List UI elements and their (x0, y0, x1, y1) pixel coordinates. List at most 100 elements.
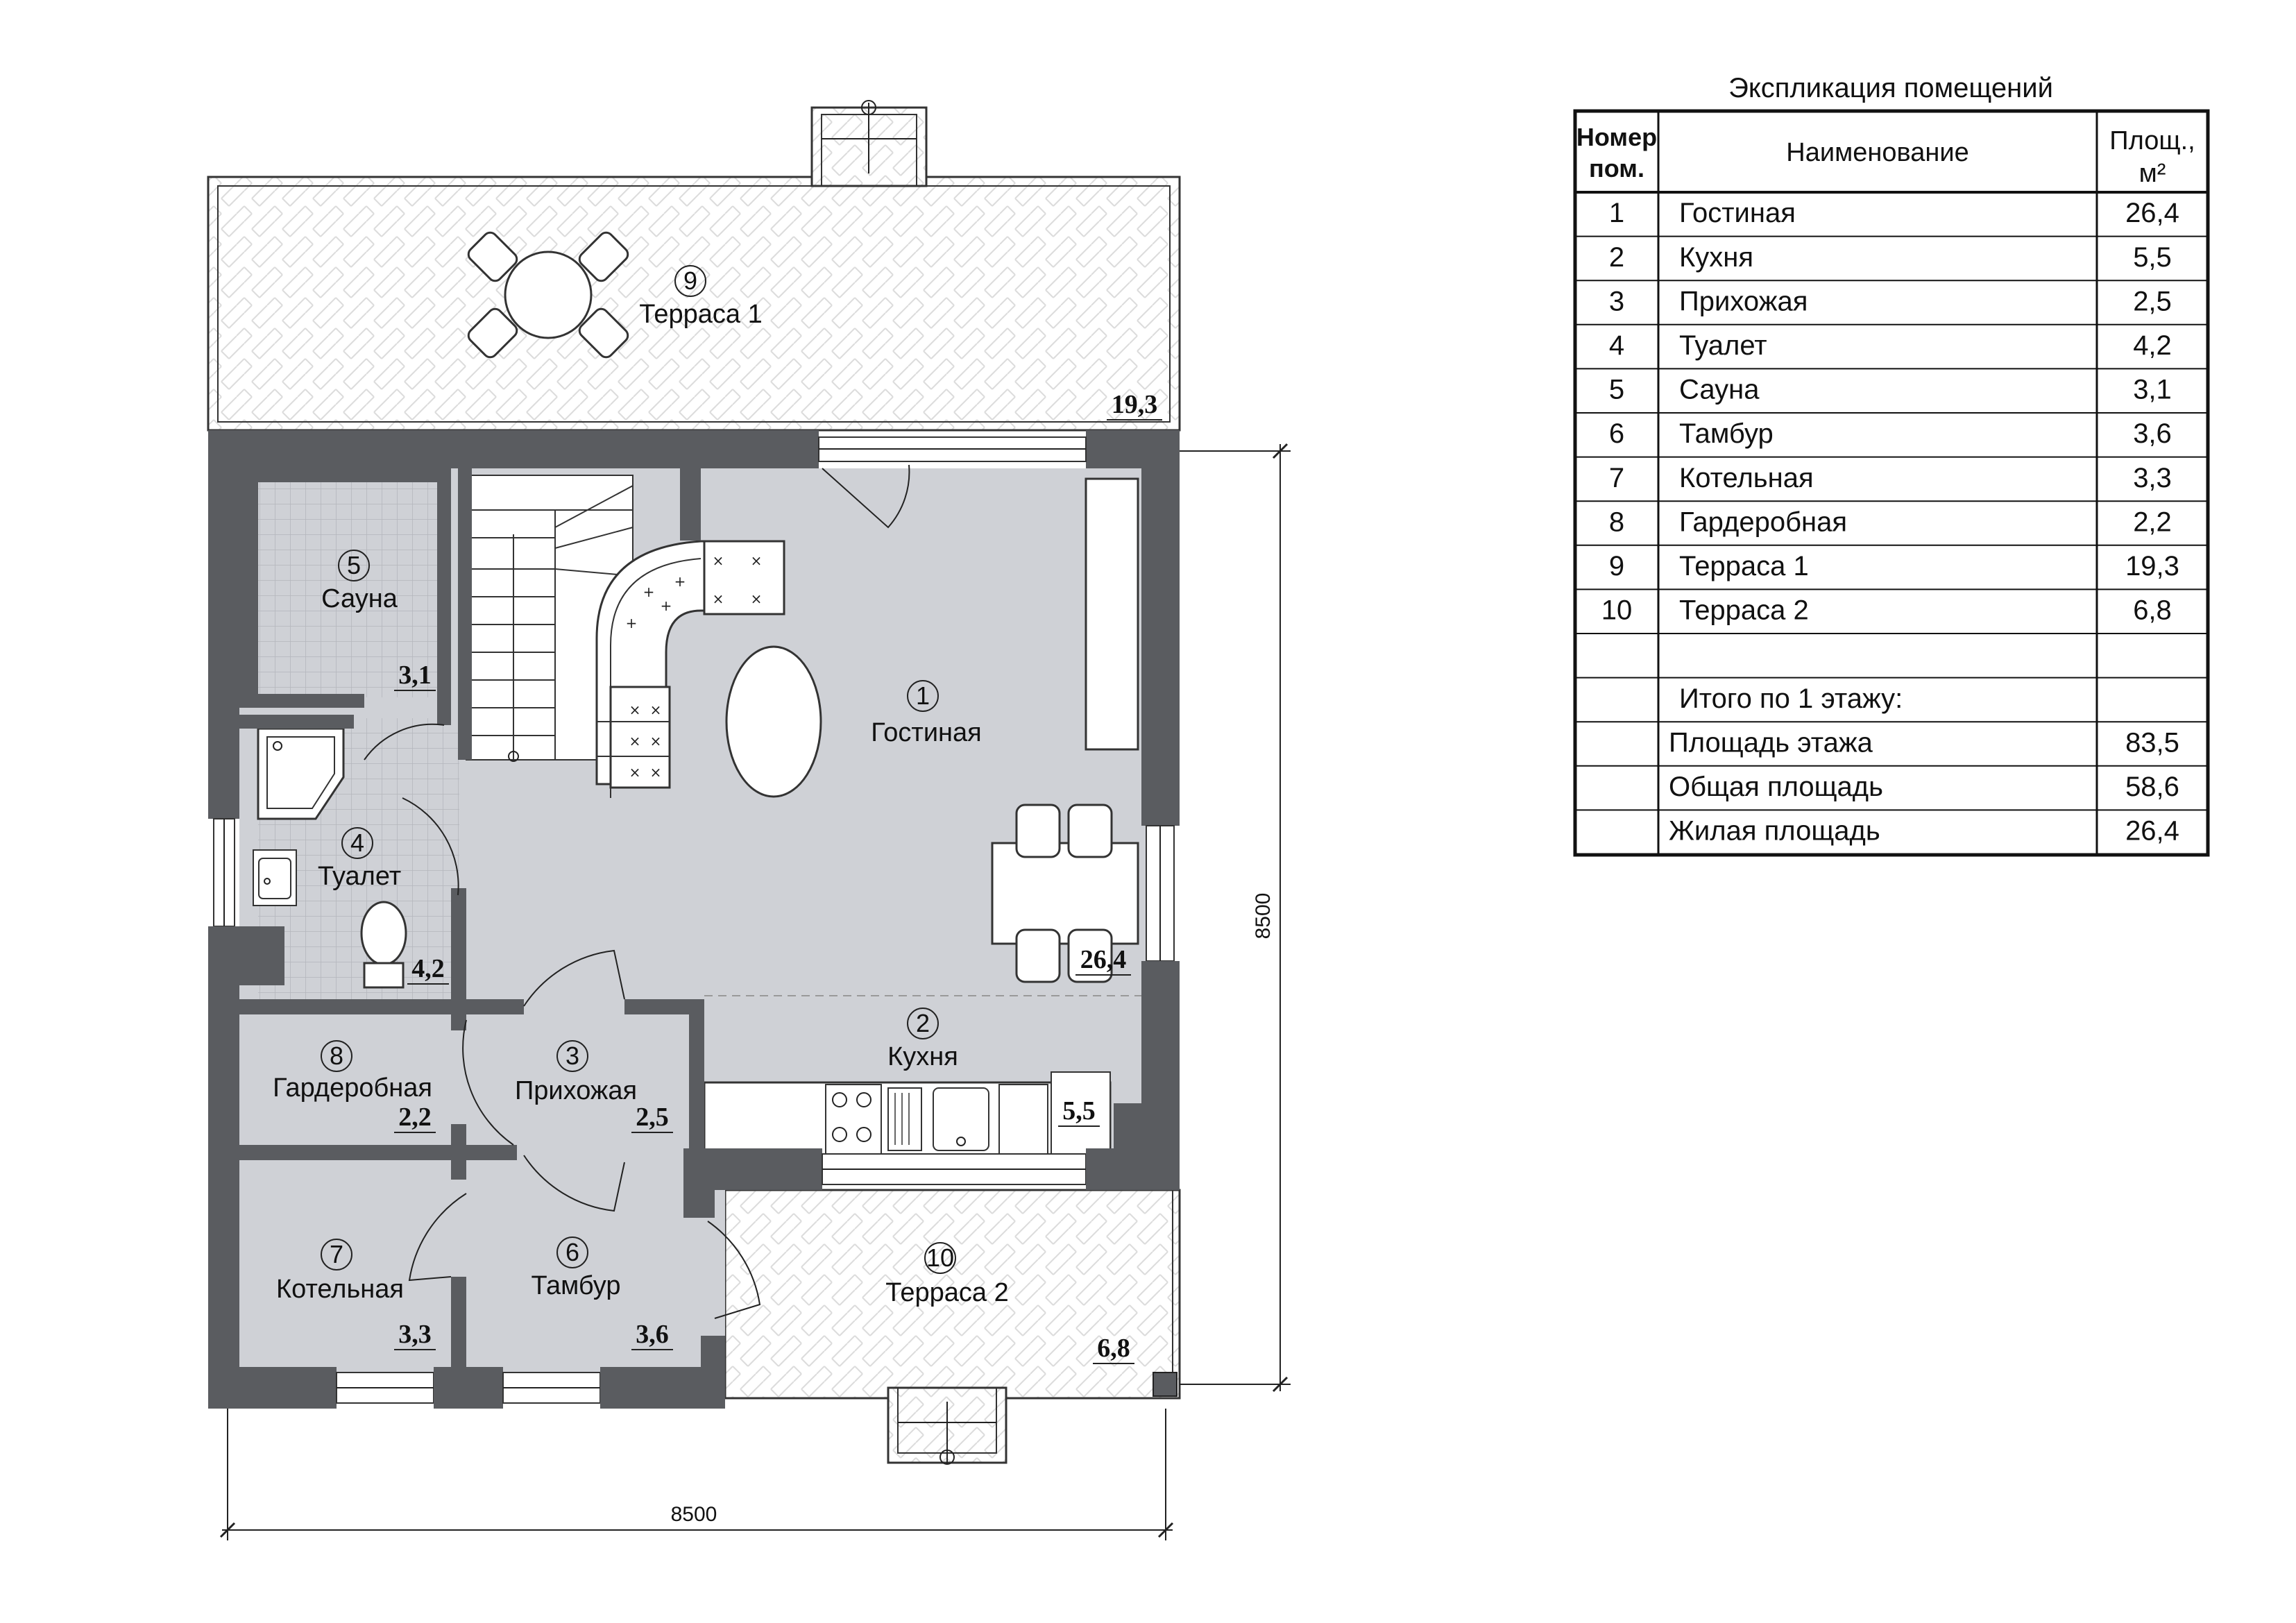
row-number: 6 (1609, 418, 1624, 449)
room-area: 5,5 (1062, 1096, 1096, 1125)
room-name: Тамбур (532, 1271, 621, 1300)
room-number: 8 (330, 1042, 343, 1070)
dimension-lines (219, 443, 1291, 1540)
svg-text:×: × (629, 764, 641, 781)
room-number: 4 (350, 829, 364, 857)
svg-text:×: × (713, 552, 724, 569)
kitchen-counter (703, 1071, 1112, 1157)
room-number: 6 (566, 1238, 579, 1266)
svg-text:+: + (643, 584, 655, 600)
svg-text:×: × (751, 590, 763, 607)
room-area: 26,4 (1080, 945, 1127, 974)
room-number: 1 (916, 681, 930, 710)
room-name: Терраса 2 (885, 1278, 1008, 1307)
toilet-icon (360, 901, 407, 989)
row-number: 8 (1609, 507, 1624, 537)
row-number: 1 (1609, 198, 1624, 228)
room-number: 9 (683, 266, 697, 295)
row-name: Котельная (1679, 463, 1814, 493)
row-number: 7 (1609, 463, 1624, 493)
table-title: Экспликация помещений (1728, 73, 2053, 103)
summary-name: Жилая площадь (1669, 816, 1880, 847)
row-name: Гардеробная (1679, 507, 1847, 537)
header-number-2: пом. (1589, 154, 1644, 182)
room-name: Гардеробная (273, 1073, 432, 1103)
row-area: 6,8 (2133, 595, 2172, 626)
row-number: 4 (1609, 330, 1624, 361)
row-name: Тамбур (1679, 418, 1774, 449)
svg-text:×: × (751, 552, 763, 569)
doors (364, 464, 910, 1319)
header-number: Номер (1576, 123, 1657, 151)
svg-text:×: × (629, 702, 641, 718)
room-area: 3,3 (398, 1320, 432, 1349)
svg-text:×: × (713, 590, 724, 607)
room-number: 5 (347, 551, 361, 579)
row-area: 3,6 (2133, 418, 2172, 449)
svg-text:×: × (650, 733, 662, 749)
room-area: 4,2 (411, 954, 445, 983)
summary-area: 58,6 (2125, 772, 2179, 802)
room-name: Туалет (318, 862, 401, 891)
dining-table-oval (725, 645, 822, 798)
row-name: Туалет (1679, 330, 1767, 361)
svg-text:×: × (650, 764, 662, 781)
room-number: 3 (566, 1042, 579, 1070)
row-area: 3,1 (2133, 375, 2172, 405)
room-name: Кухня (887, 1042, 958, 1071)
sink-icon (933, 1087, 989, 1151)
summary-name: Площадь этажа (1669, 727, 1873, 758)
terrace-2 (724, 1189, 1181, 1465)
row-number: 2 (1609, 242, 1624, 273)
row-name: Гостиная (1679, 198, 1796, 228)
dimension-height: 8500 (1252, 893, 1275, 940)
svg-text:+: + (674, 573, 686, 590)
svg-text:+: + (661, 597, 672, 614)
row-area: 5,5 (2133, 242, 2172, 273)
cabinet (1085, 477, 1139, 751)
room-area: 19,3 (1112, 390, 1158, 419)
svg-text:×: × (650, 702, 662, 718)
row-name: Терраса 1 (1679, 551, 1809, 581)
room-area: 3,6 (636, 1320, 669, 1349)
room-name: Терраса 1 (639, 300, 762, 329)
total-label: Итого по 1 этажу: (1679, 683, 1903, 714)
room-number: 7 (330, 1240, 343, 1268)
room-area: 2,2 (398, 1103, 432, 1132)
dimension-width: 8500 (671, 1503, 717, 1526)
row-number: 9 (1609, 551, 1624, 581)
header-area: Площ., (2109, 126, 2195, 155)
room-number: 2 (916, 1009, 930, 1037)
terrace-1 (207, 100, 1181, 432)
summary-area: 26,4 (2125, 816, 2179, 847)
room-name: Прихожая (515, 1076, 637, 1105)
room-area: 6,8 (1097, 1334, 1130, 1363)
row-area: 2,2 (2133, 507, 2172, 537)
summary-name: Общая площадь (1669, 772, 1883, 802)
row-area: 4,2 (2133, 330, 2172, 361)
row-number: 3 (1609, 286, 1624, 316)
row-number: 5 (1609, 375, 1624, 405)
row-area: 19,3 (2125, 551, 2179, 581)
room-number: 10 (926, 1243, 954, 1272)
explication-table: Экспликация помещений Номер пом. Наимено… (1573, 73, 2210, 857)
sofa-icon: ×× ×× ×× ×× ×× ++ ++ (595, 540, 785, 798)
row-area: 3,3 (2133, 463, 2172, 493)
row-number: 10 (1601, 595, 1633, 626)
walls (208, 430, 1180, 1409)
svg-text:×: × (629, 733, 641, 749)
row-name: Терраса 2 (1679, 595, 1809, 626)
room-name: Гостиная (871, 718, 982, 747)
room-name: Котельная (276, 1275, 404, 1304)
washbasin-icon (253, 849, 297, 906)
room-labels: 1 Гостиная 26,4 2 Кухня 5,5 3 Прихожая 2… (273, 265, 1162, 1364)
header-name: Наименование (1786, 138, 1968, 167)
row-name: Кухня (1679, 242, 1753, 273)
summary-area: 83,5 (2125, 727, 2179, 758)
row-area: 26,4 (2125, 198, 2179, 228)
header-area-unit: м² (2139, 159, 2166, 188)
outdoor-table-icon (467, 231, 629, 359)
svg-text:+: + (626, 615, 638, 631)
room-area: 3,1 (398, 661, 432, 690)
